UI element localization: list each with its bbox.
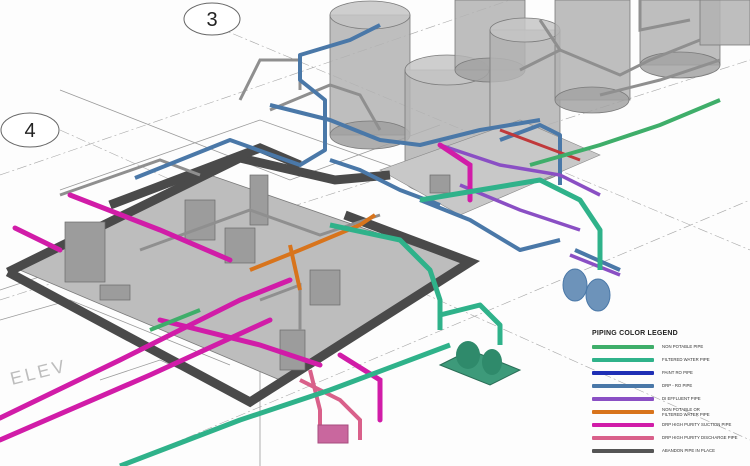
tank [554,0,631,114]
equipment-unit [64,221,106,283]
legend-label: DRP - RO PIPE [662,383,693,388]
legend-label: PAINT RO PIPE [662,370,693,375]
legend-label: DI EFFLUENT PIPE [662,396,701,401]
legend-item: NON POTABLE OR FILTERED WATER PIPE [592,405,746,418]
drp-high-purity-discharge-pipes [299,369,362,444]
legend-item: FILTERED WATER PIPE [592,353,746,366]
legend-item: NON POTABLE PIPE [592,340,746,353]
legend-item: DRP HIGH PURITY DISCHARGE PIPE [592,431,746,444]
grid-line [119,199,750,466]
legend-swatch [592,435,654,440]
legend-label: ABANDON PIPE IN PLACE [662,448,716,453]
grid-bubble-3: 3 [183,2,241,36]
legend-item: DRP - RO PIPE [592,379,746,392]
legend-items: NON POTABLE PIPE FILTERED WATER PIPE PAINT… [592,340,746,457]
equipment-unit [309,269,341,306]
legend-item: DRP HIGH PURITY SUCTION PIPE [592,418,746,431]
legend-swatch [592,409,654,414]
drp-high-purity-suction-pipes [0,142,473,443]
equipment-unit [249,174,269,226]
pump-skid [438,341,522,386]
equipment-unit [99,284,131,301]
legend-label: DRP HIGH PURITY DISCHARGE PIPE [662,435,738,440]
room-outline [0,299,231,366]
piping-color-legend: PIPING COLOR LEGEND NON POTABLE PIPE FILT… [592,330,746,457]
drp-ro-pipes [134,23,621,312]
legend-swatch [592,422,654,427]
legend-item: ABANDON PIPE IN PLACE [592,444,746,457]
equipment-unit [279,329,306,371]
legend-title: PIPING COLOR LEGEND [592,330,678,337]
grid-bubble-4-label: 4 [24,120,35,142]
legend-swatch [592,370,654,375]
legend-label: FILTERED WATER PIPE [662,357,710,362]
non-potable-filtered-pipes [249,213,377,291]
room-label: ELEV [8,355,69,388]
equipment [64,174,451,371]
legend-swatch [592,344,654,349]
filtered-water-pipes [119,177,603,466]
legend-swatch [592,396,654,401]
non-potable-pipes [149,98,721,332]
legend-swatch [592,383,654,388]
legend-swatch [592,357,654,362]
grid-line [199,19,750,251]
legend-item: DI EFFLUENT PIPE [592,392,746,405]
grid-bubble-4: 4 [0,112,60,148]
equipment-unit [429,174,451,194]
di-effluent-pipes [439,143,621,277]
legend-item: PAINT RO PIPE [592,366,746,379]
legend-label: NON POTABLE PIPE [662,344,704,349]
equipment-unit [184,199,216,241]
equipment-unit [224,227,256,264]
legend-label: DRP HIGH PURITY SUCTION PIPE [662,422,732,427]
room-outline [59,119,431,191]
legend-swatch [592,448,654,453]
legend-label: NON POTABLE OR FILTERED WATER PIPE [662,406,710,417]
tank [699,0,750,46]
grid-bubble-3-label: 3 [206,9,217,31]
